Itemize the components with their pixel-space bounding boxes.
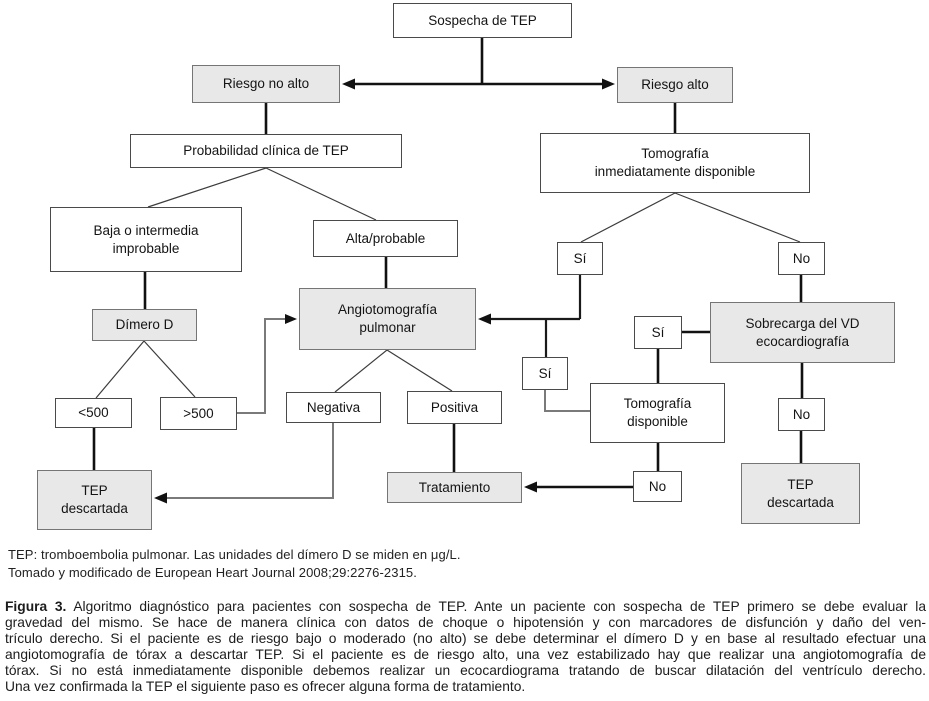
node-sobrecarga-vd-ecocardiografia: Sobrecarga del VD ecocardiografía <box>710 302 895 363</box>
node-sospecha-de-tep: Sospecha de TEP <box>393 3 572 38</box>
node-tratamiento: Tratamiento <box>387 472 522 503</box>
node-riesgo-no-alto: Riesgo no alto <box>192 65 340 103</box>
node-label: Sí <box>651 324 665 340</box>
node-label: Riesgo alto <box>641 77 709 93</box>
node-label: TEP descartada <box>61 483 128 516</box>
node-tep-descartada-derecha: TEP descartada <box>741 463 860 524</box>
node-label: Probabilidad clínica de TEP <box>183 143 349 159</box>
node-label: Tratamiento <box>418 479 491 495</box>
node-label: No <box>792 250 811 266</box>
node-label: Negativa <box>306 399 361 415</box>
node-probabilidad-clinica: Probabilidad clínica de TEP <box>130 134 402 168</box>
node-label: Sí <box>573 250 587 266</box>
node-dimero-menor-500: <500 <box>55 398 132 428</box>
node-label: Sí <box>538 365 552 381</box>
caption-line-2: gravedad del mismo. Se hace de manera cl… <box>5 615 926 630</box>
footnote: TEP: tromboembolia pulmonar. Las unidade… <box>8 546 461 582</box>
node-label: TEP descartada <box>767 476 834 510</box>
node-baja-o-intermedia-improbable: Baja o intermedia improbable <box>50 207 242 272</box>
node-angiotomografia-pulmonar: Angiotomografía pulmonar <box>299 288 476 350</box>
node-dimero-mayor-500: >500 <box>160 397 237 430</box>
caption-text: Algoritmo diagnóstico para pacientes con… <box>66 599 927 614</box>
node-label: Baja o intermedia improbable <box>93 222 199 256</box>
node-label: No <box>648 478 667 494</box>
node-riesgo-alto: Riesgo alto <box>617 67 733 103</box>
node-label: Positiva <box>430 399 479 415</box>
node-negativa: Negativa <box>286 392 381 423</box>
node-tomografia-inmediatamente-disponible: Tomografía inmediatamente disponible <box>540 133 810 193</box>
node-no-tomografia-inmediata: No <box>778 242 825 275</box>
node-label: Sobrecarga del VD ecocardiografía <box>745 315 860 349</box>
node-label: Angiotomografía pulmonar <box>337 302 438 335</box>
node-tep-descartada-izquierda: TEP descartada <box>37 470 152 530</box>
node-positiva: Positiva <box>407 391 502 424</box>
node-si-media: Sí <box>522 357 568 390</box>
node-no-tomografia-disponible: No <box>633 471 682 502</box>
caption-line-4: angiotomografía de tórax a descartar TEP… <box>5 647 926 662</box>
node-label: Sospecha de TEP <box>428 12 537 28</box>
caption-line-5: tórax. Si no está inmediatamente disponi… <box>5 663 926 678</box>
node-tomografia-disponible: Tomografía disponible <box>590 383 725 443</box>
node-label: No <box>792 406 811 422</box>
node-alta-probable: Alta/probable <box>313 220 458 257</box>
caption-line-3: trículo derecho. Si el paciente es de ri… <box>5 631 926 646</box>
footnote-line-2: Tomado y modificado de European Heart Jo… <box>8 565 417 580</box>
node-si-tomografia-inmediata: Sí <box>557 242 603 275</box>
node-label: Dímero D <box>115 317 174 333</box>
node-label: >500 <box>183 405 214 421</box>
node-label: Alta/probable <box>345 230 426 246</box>
node-label: Tomografía inmediatamente disponible <box>594 146 756 179</box>
node-no-sobrecarga: No <box>778 398 825 431</box>
figure-caption: Figura 3. Algoritmo diagnóstico para pac… <box>5 599 926 695</box>
footnote-line-1: TEP: tromboembolia pulmonar. Las unidade… <box>8 547 461 562</box>
node-label: Tomografía disponible <box>623 396 692 429</box>
caption-line-6: Una vez confirmada la TEP el siguiente p… <box>5 679 526 694</box>
node-si-sobrecarga: Sí <box>634 316 682 349</box>
caption-figure-label: Figura 3. <box>5 599 67 614</box>
node-label: <500 <box>78 405 109 421</box>
node-label: Riesgo no alto <box>222 76 310 92</box>
node-dimero-d: Dímero D <box>92 309 197 341</box>
caption-line-1: Figura 3. Algoritmo diagnóstico para pac… <box>5 599 926 615</box>
